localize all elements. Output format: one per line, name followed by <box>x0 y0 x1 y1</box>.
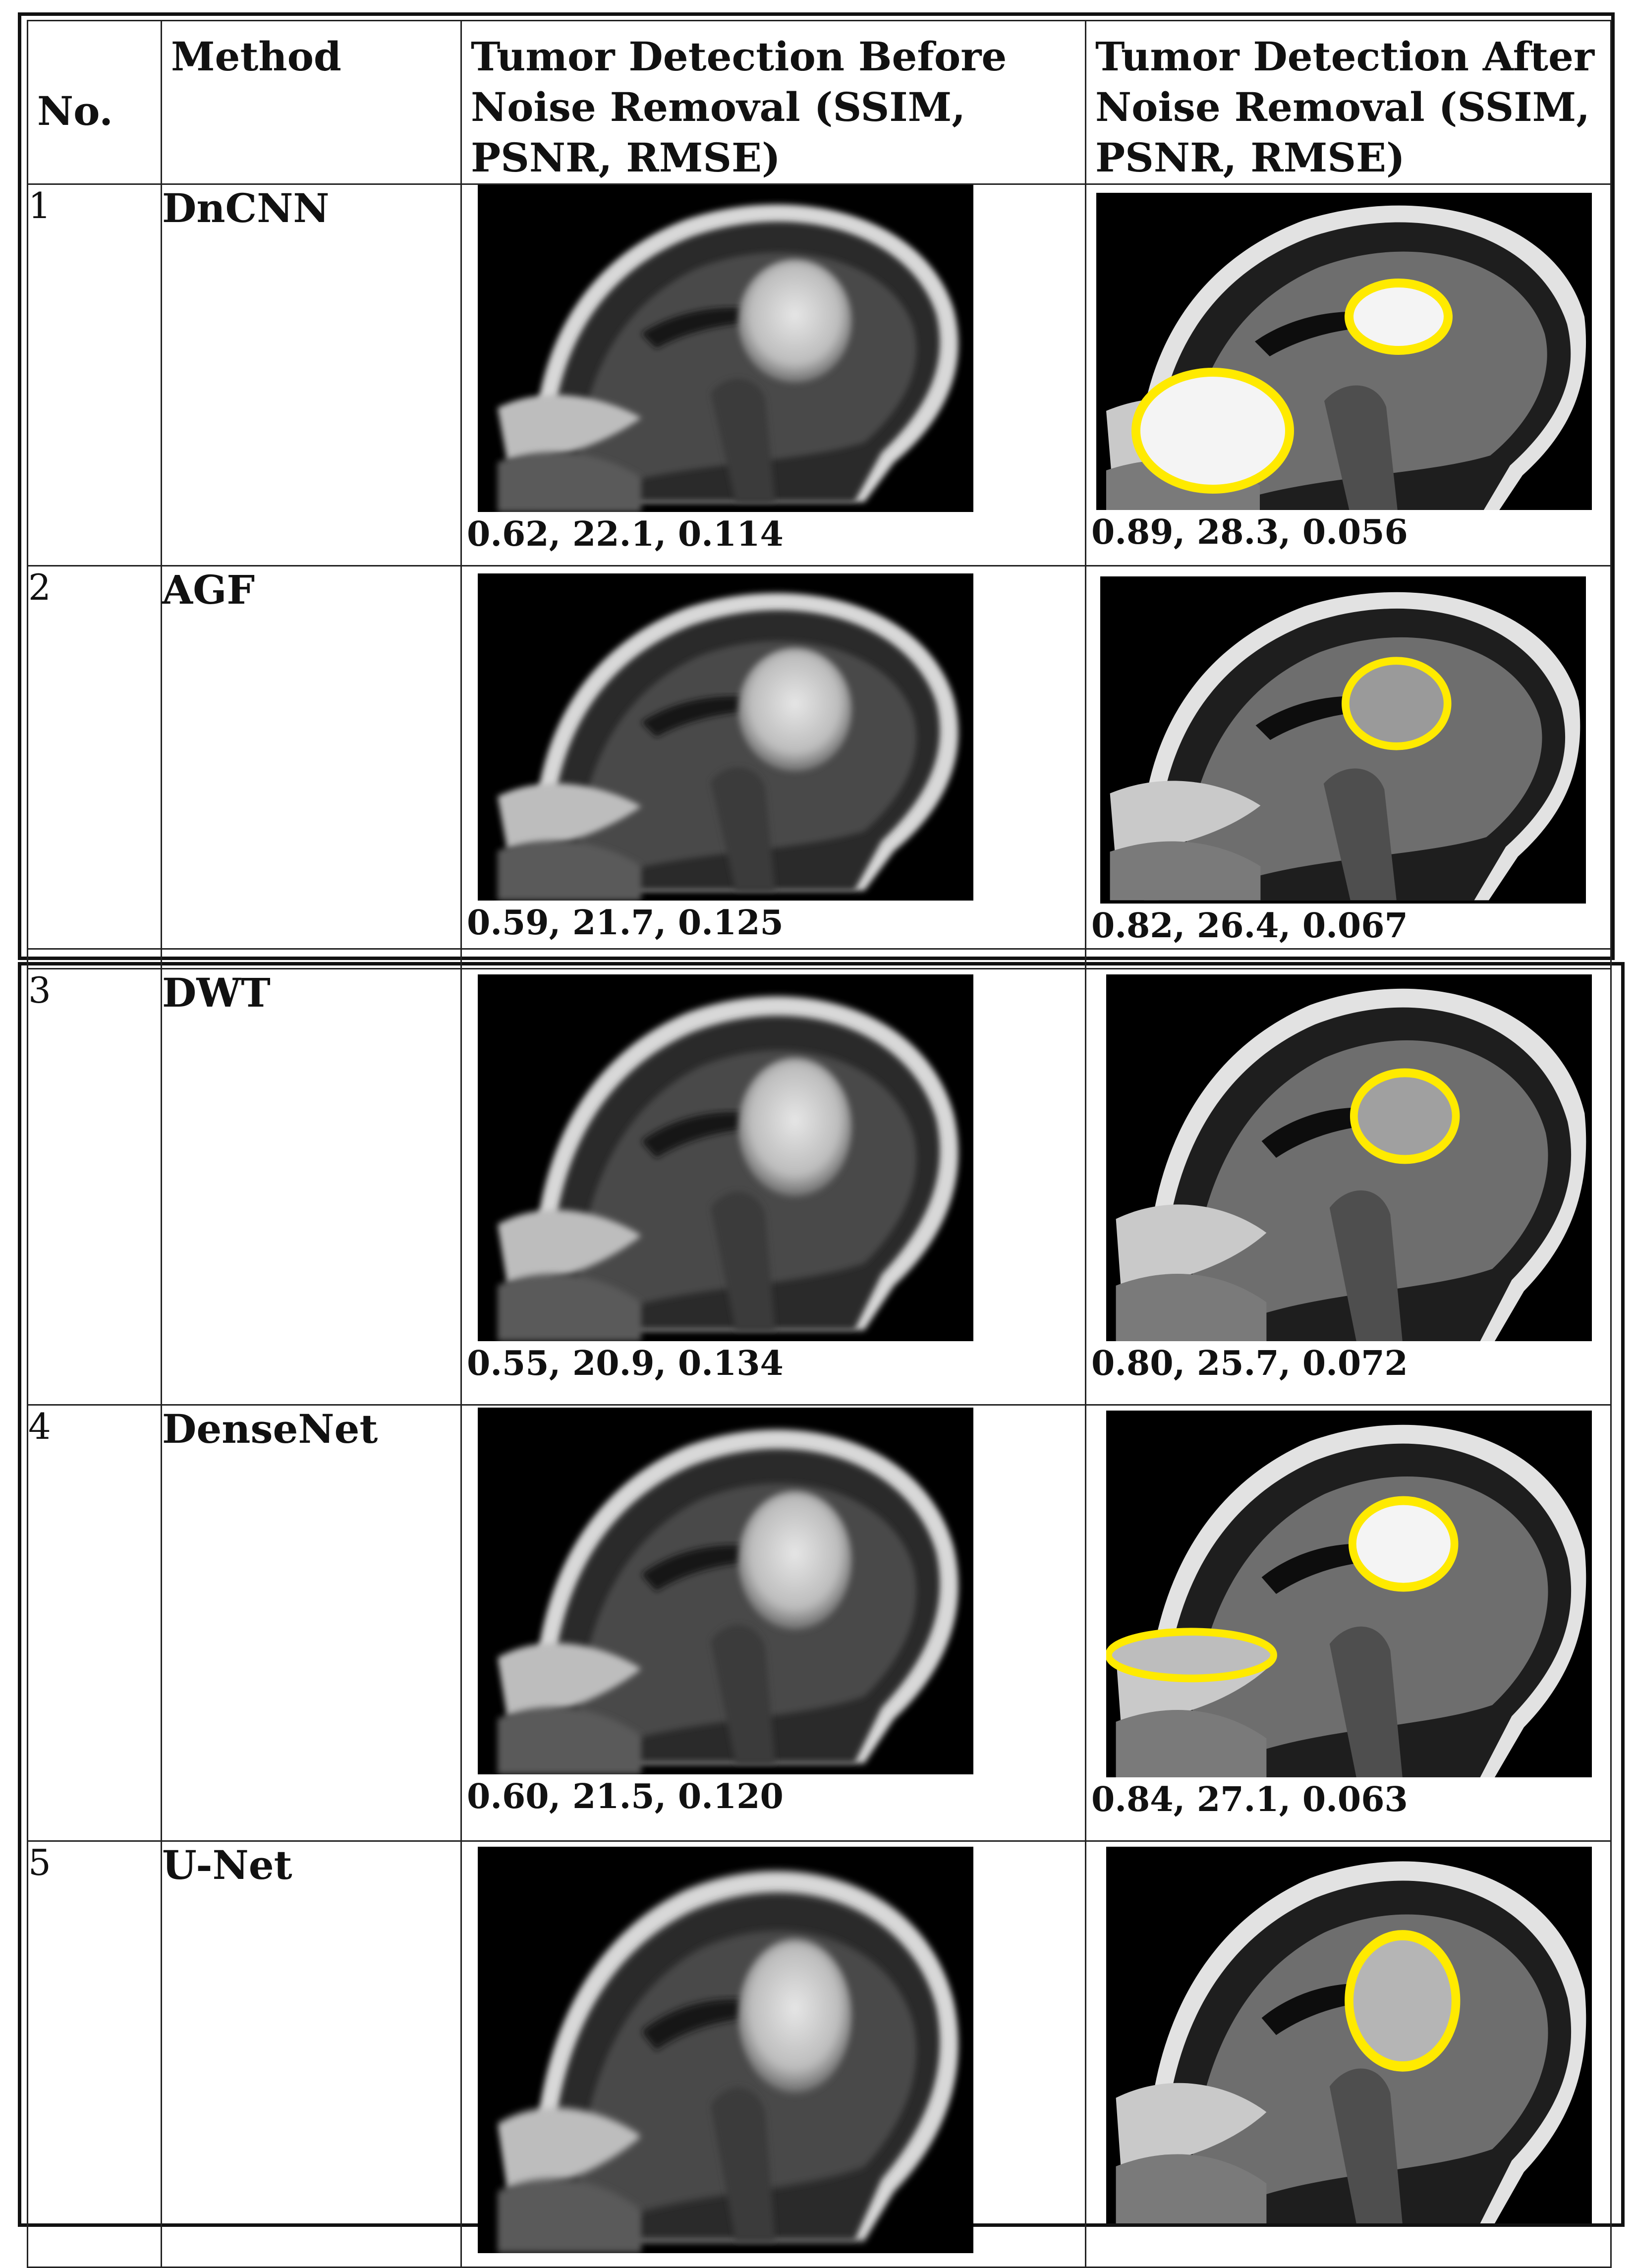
mri-before-image <box>478 1847 973 2253</box>
mri-before-image <box>478 1408 973 1774</box>
metrics-before: 0.60, 21.5, 0.120 <box>467 1777 784 1816</box>
table-row: 3 DWT 0.55, 20.9, 0.134 0.80, 25.7, 0.07… <box>27 968 1612 1406</box>
table-row: 1 DnCNN 0.62, 22.1, 0.114 0.89, 28.3, 0.… <box>27 183 1612 567</box>
header-before: Tumor Detection Before Noise Removal (SS… <box>460 20 1086 185</box>
metrics-after: 0.80, 25.7, 0.072 <box>1091 1344 1408 1383</box>
results-table: No. Method Tumor Detection Before Noise … <box>27 20 1612 2268</box>
metrics-before: 0.62, 22.1, 0.114 <box>467 514 784 554</box>
header-method: Method <box>161 20 462 185</box>
row-number: 1 <box>27 183 162 567</box>
header-after: Tumor Detection After Noise Removal (SSI… <box>1085 20 1612 185</box>
metrics-after: 0.89, 28.3, 0.056 <box>1091 512 1408 552</box>
metrics-before: 0.59, 21.7, 0.125 <box>467 903 784 943</box>
method-name: DenseNet <box>161 1404 462 1842</box>
method-name: DWT <box>161 968 462 1406</box>
mri-after-image <box>1106 974 1592 1341</box>
mri-after-image <box>1106 1847 1592 2223</box>
tumor-highlight-ellipse <box>1349 1496 1459 1592</box>
tumor-highlight-ellipse <box>1345 279 1453 355</box>
header-no: No. <box>27 20 162 185</box>
metrics-before: 0.55, 20.9, 0.134 <box>467 1344 784 1383</box>
row-number: 4 <box>27 1404 162 1842</box>
tumor-highlight-ellipse <box>1350 1068 1460 1164</box>
method-name: U-Net <box>161 1840 462 2268</box>
mri-before-image <box>478 974 973 1341</box>
mri-after-image <box>1100 576 1586 904</box>
tumor-highlight-ellipse <box>1342 657 1452 750</box>
row-number: 5 <box>27 1840 162 2268</box>
metrics-after: 0.84, 27.1, 0.063 <box>1091 1780 1408 1819</box>
row-number: 3 <box>27 968 162 1406</box>
mri-after-image <box>1106 1411 1592 1777</box>
mri-before-image <box>478 185 973 512</box>
table-row: 4 DenseNet 0.60, 21.5, 0.120 0.84, 27.1,… <box>27 1404 1612 1842</box>
method-name: DnCNN <box>161 183 462 567</box>
tumor-highlight-ellipse <box>1345 1930 1461 2072</box>
table-row: 5 U-Net <box>27 1840 1612 2268</box>
mri-before-image <box>478 573 973 901</box>
row-number: 2 <box>27 565 162 950</box>
mri-after-image <box>1096 193 1592 510</box>
method-name: AGF <box>161 565 462 950</box>
tumor-highlight-ellipse <box>1106 1628 1277 1683</box>
metrics-after: 0.82, 26.4, 0.067 <box>1091 906 1408 946</box>
table-row: 2 AGF 0.59, 21.7, 0.125 0.82, 26.4, 0.06… <box>27 565 1612 950</box>
tumor-highlight-ellipse <box>1131 368 1294 494</box>
